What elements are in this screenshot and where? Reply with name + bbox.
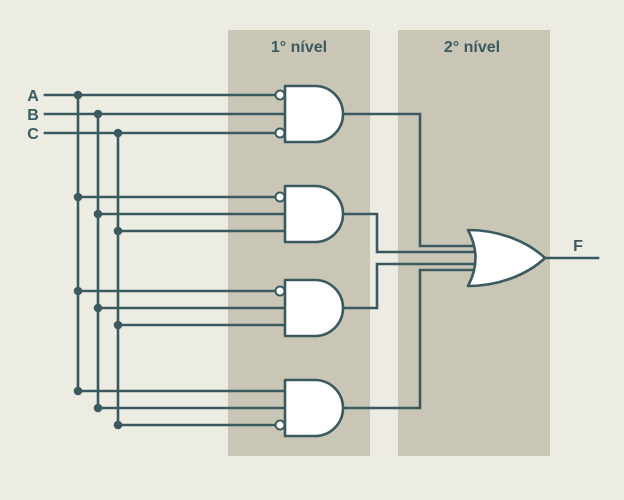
and-gate-4 xyxy=(283,378,345,438)
or-gate xyxy=(466,228,547,288)
inverter-bubble xyxy=(274,127,286,139)
input-label-b: B xyxy=(27,107,39,124)
wires xyxy=(43,93,600,427)
junction-dot xyxy=(73,90,83,100)
input-label-a: A xyxy=(27,88,39,105)
inverter-bubble xyxy=(274,89,286,101)
junction-dot xyxy=(113,128,123,138)
inverter-bubble xyxy=(274,285,286,297)
output-label-f: F xyxy=(573,238,583,255)
junction-dots xyxy=(73,90,123,430)
inverter-bubble xyxy=(274,419,286,431)
wire-gate2-to-or xyxy=(336,212,482,254)
level1-label: 1° nível xyxy=(271,39,327,56)
inverter-bubbles xyxy=(274,89,286,431)
wire-gate3-to-or xyxy=(336,262,482,310)
junction-dot xyxy=(93,109,103,119)
level2-label: 2° nível xyxy=(444,39,500,56)
junction-dot xyxy=(73,386,83,396)
junction-dot xyxy=(113,420,123,430)
junction-dot xyxy=(73,286,83,296)
input-label-c: C xyxy=(27,126,39,143)
wire-gate4-to-or xyxy=(336,268,482,410)
junction-dot xyxy=(73,192,83,202)
junction-dot xyxy=(113,226,123,236)
junction-dot xyxy=(93,403,103,413)
junction-dot xyxy=(93,303,103,313)
junction-dot xyxy=(113,320,123,330)
inverter-bubble xyxy=(274,191,286,203)
junction-dot xyxy=(93,209,103,219)
and-gate-1 xyxy=(283,84,345,144)
wire-gate1-to-or xyxy=(336,112,482,248)
and-gate-2 xyxy=(283,184,345,244)
and-gate-3 xyxy=(283,278,345,338)
